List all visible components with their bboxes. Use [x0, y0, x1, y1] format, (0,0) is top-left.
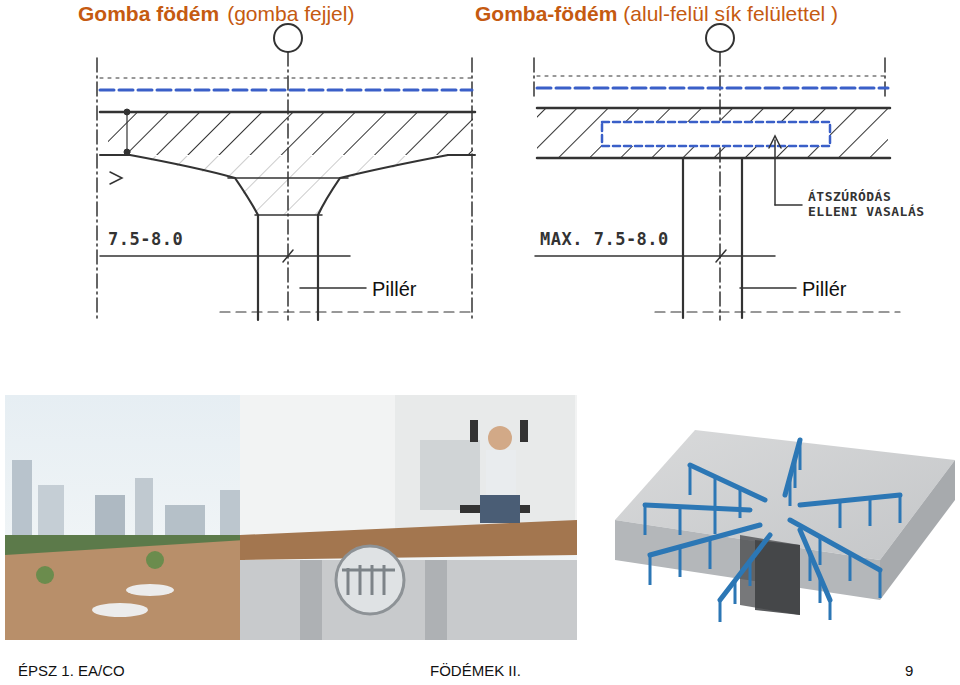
- heading: Gomba födém: [78, 2, 219, 26]
- part-name: Pillér: [372, 278, 416, 301]
- gym-render: [5, 395, 577, 640]
- flat-slab-sketch: [534, 24, 900, 320]
- dimension: 7.5-8.0: [108, 230, 183, 250]
- dimension: MAX. 7.5-8.0: [540, 230, 669, 250]
- callout-note: ÁTSZÚRÓDÁS ELLENI VASALÁS: [808, 190, 948, 220]
- footer-text: ÉPSZ 1. EA/CO: [18, 662, 125, 679]
- page-number: 9: [905, 662, 913, 679]
- part-name: Pillér: [802, 278, 846, 301]
- punching-reinforcement-3d: [615, 430, 955, 622]
- heading-note: (alul-felül sík felülettel ): [623, 2, 838, 26]
- heading: Gomba-födém: [475, 2, 617, 26]
- mushroom-slab-sketch: [97, 24, 475, 320]
- footer-text: FÖDÉMEK II.: [430, 662, 521, 679]
- heading-note: (gomba fejjel): [227, 2, 354, 26]
